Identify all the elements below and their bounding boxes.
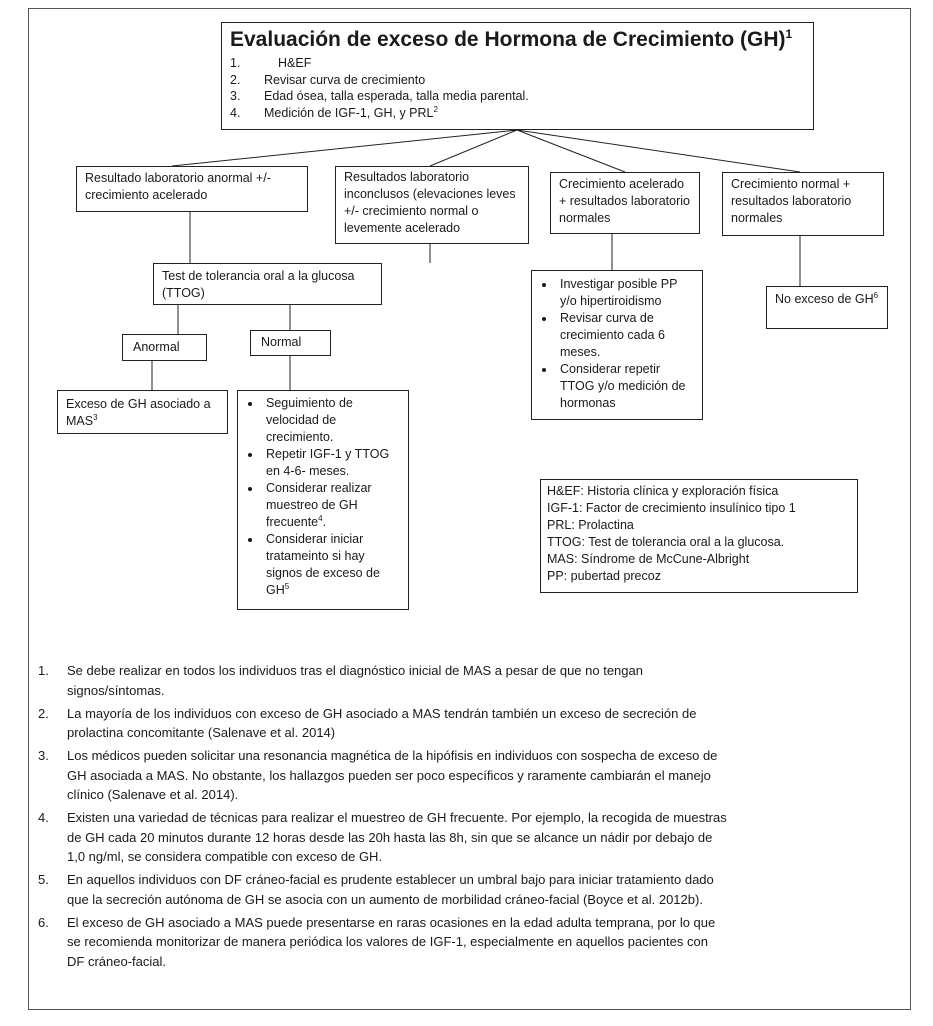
glossary-item: IGF-1: Factor de crecimiento insulínico … xyxy=(547,501,796,515)
accelerated-growth-box: Crecimiento acelerado + resultados labor… xyxy=(550,172,700,234)
connector-main-to-accelerated xyxy=(516,129,626,173)
footnotes-list: 1.Se debe realizar en todos los individu… xyxy=(38,661,728,975)
evaluation-step-2: 2.Revisar curva de crecimiento xyxy=(230,72,426,87)
investigar-box: Investigar posible PP y/o hipertiroidism… xyxy=(531,270,703,420)
abnormal-result-box: Resultado laboratorio anormal +/- crecim… xyxy=(76,166,308,212)
glossary-item: PRL: Prolactina xyxy=(547,518,634,532)
seguimiento-item: Considerar realizar muestreo de GH frecu… xyxy=(262,480,400,531)
investigar-item: Considerar repetir TTOG y/o medición de … xyxy=(556,361,694,412)
ttog-box: Test de tolerancia oral a la glucosa (TT… xyxy=(153,263,382,305)
glossary-box: H&EF: Historia clínica y exploración fís… xyxy=(540,479,858,593)
footnote: 1.Se debe realizar en todos los individu… xyxy=(38,663,643,698)
figure-frame xyxy=(28,8,911,1010)
footnote: 2.La mayoría de los individuos con exces… xyxy=(38,705,697,741)
main-evaluation-box: Evaluación de exceso de Hormona de Creci… xyxy=(221,22,814,130)
seguimiento-list: Seguimiento de velocidad de crecimiento.… xyxy=(244,395,400,599)
connector-main-to-normal-growth xyxy=(516,129,801,173)
evaluation-steps: 1.H&EF 2.Revisar curva de crecimiento 3.… xyxy=(230,55,805,121)
glossary-item: TTOG: Test de tolerancia oral a la gluco… xyxy=(547,535,785,549)
evaluation-step-1: 1.H&EF xyxy=(230,56,312,70)
seguimiento-item: Considerar iniciar tratameinto si hay si… xyxy=(262,531,400,599)
glossary-item: MAS: Síndrome de McCune-Albright xyxy=(547,552,750,566)
footnote: 3.Los médicos pueden solicitar una reson… xyxy=(38,748,718,802)
anormal-box: Anormal xyxy=(122,334,207,361)
glossary-item: PP: pubertad precoz xyxy=(547,569,661,583)
investigar-item: Investigar posible PP y/o hipertiroidism… xyxy=(556,276,694,310)
connector-main-to-abnormal xyxy=(171,129,518,167)
footnote: 5.En aquellos individuos con DF cráneo-f… xyxy=(38,872,714,907)
footnote: 6.El exceso de GH asociado a MAS puede p… xyxy=(38,914,716,969)
seguimiento-item: Seguimiento de velocidad de crecimiento. xyxy=(262,395,400,446)
investigar-item: Revisar curva de crecimiento cada 6 mese… xyxy=(556,310,694,361)
seguimiento-box: Seguimiento de velocidad de crecimiento.… xyxy=(237,390,409,610)
main-title: Evaluación de exceso de Hormona de Creci… xyxy=(230,27,793,51)
footnote: 4.Existen una variedad de técnicas para … xyxy=(38,810,727,864)
investigar-list: Investigar posible PP y/o hipertiroidism… xyxy=(538,276,694,412)
normal-box: Normal xyxy=(250,330,331,356)
normal-growth-box: Crecimiento normal + resultados laborato… xyxy=(722,172,884,236)
no-exceso-box: No exceso de GH6 xyxy=(766,286,888,329)
seguimiento-item: Repetir IGF-1 y TTOG en 4-6- meses. xyxy=(262,446,400,480)
evaluation-step-4: 4.Medición de IGF-1, GH, y PRL2 xyxy=(230,104,438,120)
inconclusive-result-box: Resultados laboratorio inconclusos (elev… xyxy=(335,166,529,244)
exceso-gh-mas-box: Exceso de GH asociado a MAS3 xyxy=(57,390,228,434)
connector-main-to-inconclusive xyxy=(429,129,518,167)
glossary-item: H&EF: Historia clínica y exploración fís… xyxy=(547,484,779,498)
evaluation-step-3: 3.Edad ósea, talla esperada, talla media… xyxy=(230,89,529,103)
